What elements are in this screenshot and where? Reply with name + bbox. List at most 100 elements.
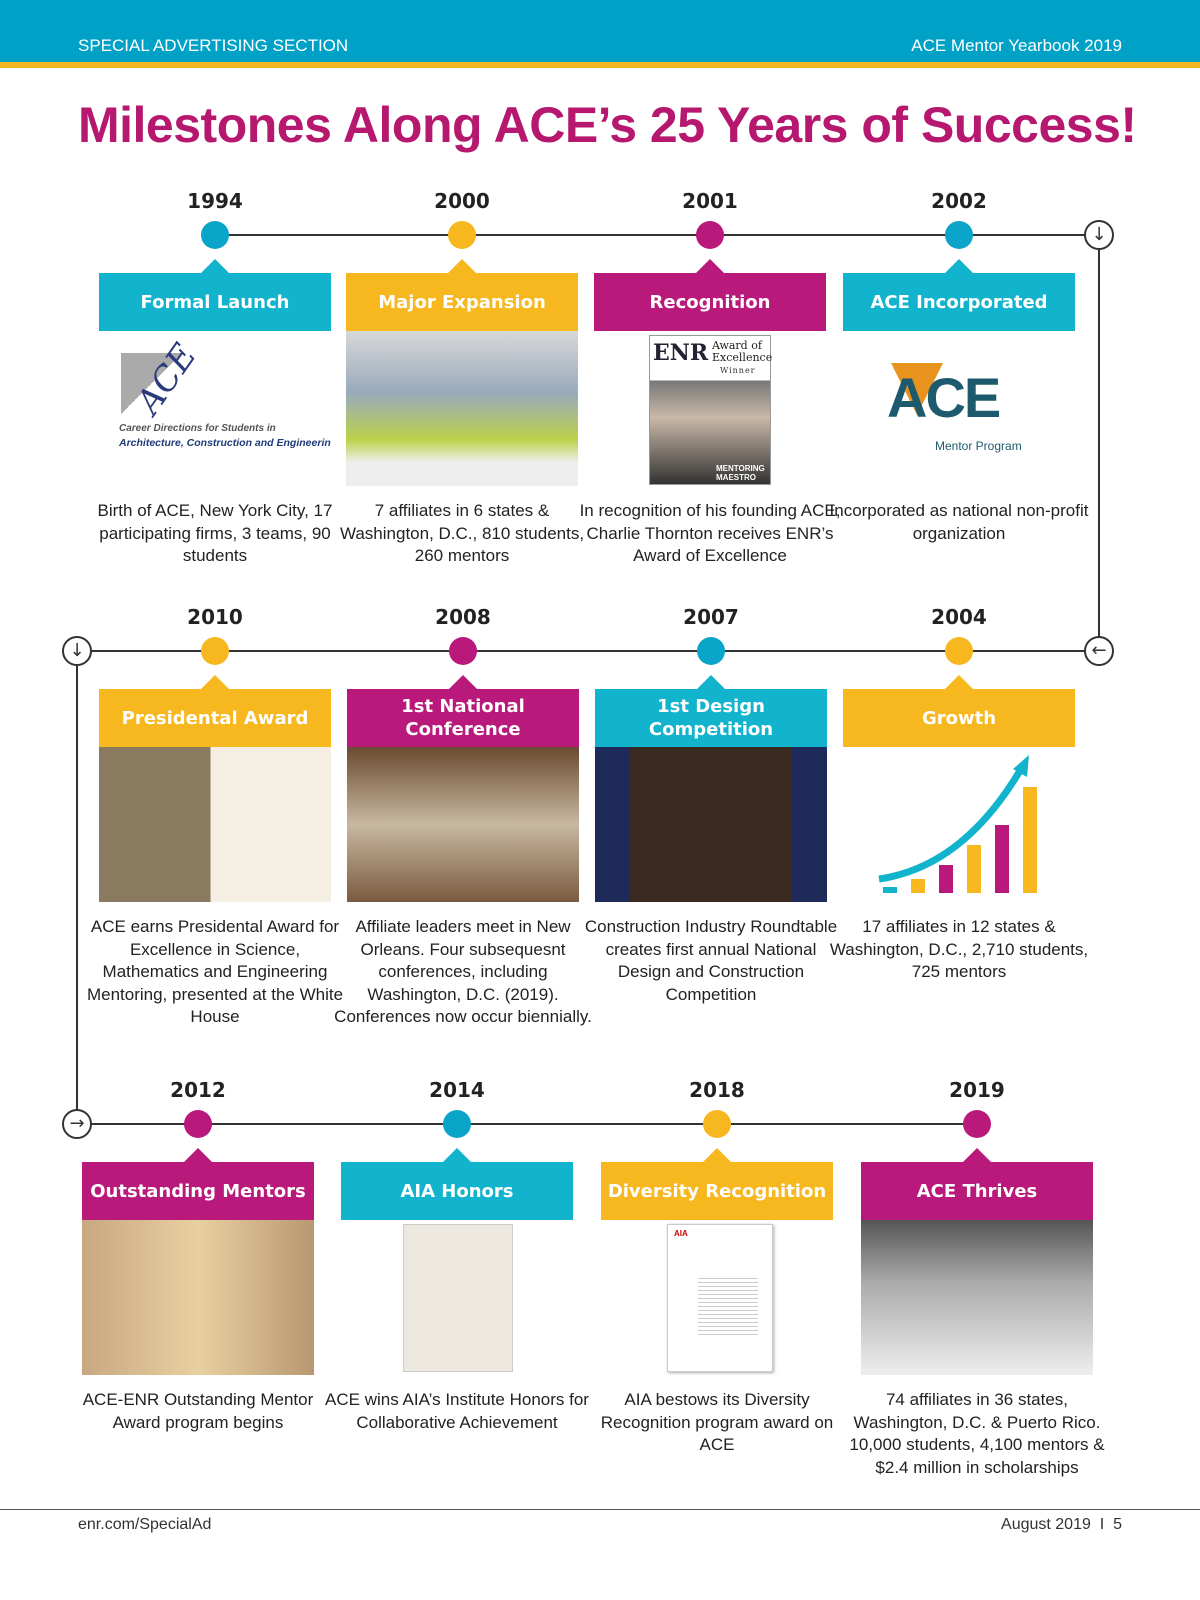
letter-document: AIA [667,1224,773,1372]
milestone-heading: Recognition [594,259,826,331]
milestone-heading: Formal Launch [99,259,331,331]
timeline-dot [184,1110,212,1138]
cover-masthead: ENR [653,340,709,366]
milestone-year: 2001 [682,189,738,213]
timeline-connector-left [76,651,78,1124]
milestone-year: 2004 [931,605,987,629]
milestone-year: 2019 [949,1078,1005,1102]
milestone-caption: 7 affiliates in 6 states & Washington, D… [339,501,585,565]
conference-photo [347,747,579,902]
white-house-photo [99,747,331,902]
milestone-card: Outstanding Mentors ACE-ENR Outstanding … [82,1148,314,1434]
milestone-caption: ACE-ENR Outstanding Mentor Award program… [82,1390,314,1432]
milestone-caption: In recognition of his founding ACE, Char… [579,501,841,565]
milestone-heading: Presidental Award [99,675,331,747]
milestone-heading: ACE Thrives [861,1148,1093,1220]
milestone-year: 2012 [170,1078,226,1102]
milestone-card: Diversity Recognition AIA AIA bestows it… [601,1148,833,1457]
milestone-heading: ACE Incorporated [843,259,1075,331]
timeline-dot [201,221,229,249]
milestone-year: 2008 [435,605,491,629]
arrow-down-icon: ↓ [1084,220,1114,250]
publication-title: ACE Mentor Yearbook 2019 [911,36,1122,55]
footer-page-info: August 2019 I 5 [1001,1516,1122,1533]
section-label: SPECIAL ADVERTISING SECTION [78,36,349,55]
timeline-dot [696,221,724,249]
arrow-left-icon: ← [1084,636,1114,666]
ace-logo-mark [121,353,181,415]
logo-wordmark: ACE [887,366,1001,429]
milestone-year: 2007 [683,605,739,629]
milestone-year: 2002 [931,189,987,213]
timeline-dot [449,637,477,665]
competition-photo [595,747,827,902]
milestone-heading: Diversity Recognition [601,1148,833,1220]
milestone-image [99,747,331,902]
timeline-dot [945,637,973,665]
footer-url: enr.com/SpecialAd [78,1516,212,1533]
page-title: Milestones Along ACE’s 25 Years of Succe… [78,97,1137,153]
milestone-year: 2018 [689,1078,745,1102]
logo-tagline: Career Directions for Students in [119,423,276,434]
milestone-image: AIA [601,1220,833,1375]
timeline-row-1 [215,234,1099,236]
milestone-image: ACE Mentor Program [843,331,1075,486]
milestone-card: Major Expansion 7 affiliates in 6 states… [340,259,584,568]
milestone-heading: 1st Design Competition [595,675,827,747]
header-bar [0,0,1200,62]
footer-divider [0,1509,1200,1510]
milestone-caption: ACE wins AIA’s Institute Honors for Coll… [325,1390,589,1432]
cover-award-title: Award of Excellence [712,339,773,364]
milestone-heading: Outstanding Mentors [82,1148,314,1220]
milestone-card: ACE Incorporated ACE Mentor Program Incor… [830,259,1088,545]
ace-logo-triangle [891,363,943,415]
milestone-caption: ACE earns Presidental Award for Excellen… [86,917,344,1026]
milestone-image [347,747,579,902]
timeline-row-2 [77,650,1099,652]
milestone-card: Growth 17 affiliates in 12 states & Wash… [830,675,1088,984]
timeline-dot [443,1110,471,1138]
timeline-dot [201,637,229,665]
milestone-image [861,1220,1093,1375]
students-photo [861,1220,1093,1375]
milestone-card: 1st National Conference Affiliate leader… [334,675,592,1029]
milestone-year: 2010 [187,605,243,629]
milestone-card: Presidental Award ACE earns Presidental … [87,675,343,1029]
milestone-year: 2000 [434,189,490,213]
growth-chart-icon [878,755,1037,893]
cover-headline: MENTORING MAESTRO [716,464,765,482]
logo-subtitle: Mentor Program [935,439,1022,453]
milestone-year: 1994 [187,189,243,213]
milestone-image [341,1220,573,1375]
timeline-dot [703,1110,731,1138]
milestone-caption: Affiliate leaders meet in New Orleans. F… [334,917,592,1026]
milestone-heading: 1st National Conference [347,675,579,747]
milestone-image [843,747,1075,902]
milestone-caption: AIA bestows its Diversity Recognition pr… [600,1390,834,1454]
arrow-right-icon: → [62,1109,92,1139]
milestone-year: 2014 [429,1078,485,1102]
timeline-row-3 [77,1123,977,1125]
milestone-heading: Growth [843,675,1075,747]
milestone-heading: Major Expansion [346,259,578,331]
logo-tagline: Architecture, Construction and Engineeri… [119,437,331,449]
header-stripe [0,62,1200,68]
mentors-photo [82,1220,314,1375]
milestone-caption: Construction Industry Roundtable creates… [584,917,838,1004]
site-visit-photo [346,331,578,486]
milestone-image [82,1220,314,1375]
milestone-card: ACE Thrives 74 affiliates in 36 states, … [849,1148,1105,1479]
milestone-card: 1st Design Competition Construction Indu… [585,675,837,1006]
arrow-down-icon: ↓ [62,636,92,666]
milestone-caption: Incorporated as national non-profit orga… [829,501,1089,543]
timeline-dot [963,1110,991,1138]
letterhead-logo: AIA [674,1229,688,1238]
milestone-image [346,331,578,486]
milestone-caption: Birth of ACE, New York City, 17 particip… [97,501,333,565]
timeline-dot [697,637,725,665]
timeline-dot [448,221,476,249]
